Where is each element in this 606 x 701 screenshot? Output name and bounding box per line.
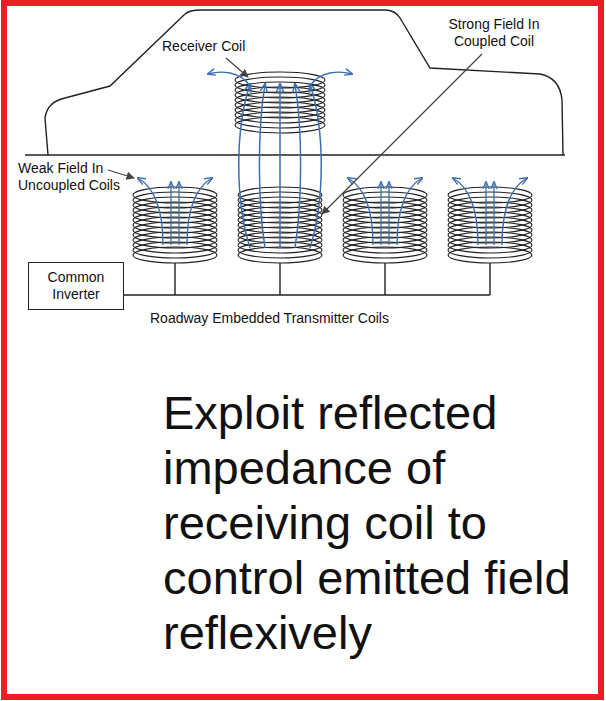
coil-turn <box>343 237 427 253</box>
coil-turn <box>343 187 427 203</box>
coil-turn <box>448 217 532 233</box>
callout-label: Receiver Coil <box>162 38 272 55</box>
bus-wire <box>100 294 490 295</box>
weak-field-line <box>388 182 389 245</box>
coil-turn <box>238 247 322 263</box>
strong-field-line <box>312 72 353 84</box>
callout-label: Weak Field In Uncoupled Coils <box>18 160 128 194</box>
weak-field-line <box>348 178 373 245</box>
coil-turn <box>133 212 217 228</box>
road-surface <box>25 154 565 155</box>
coil-turn <box>448 242 532 258</box>
coil-turn <box>343 222 427 238</box>
callout-label: Roadway Embedded Transmitter Coils <box>150 310 440 327</box>
coil-turn <box>448 202 532 218</box>
coil-turn <box>133 242 217 258</box>
coil-turn <box>133 222 217 238</box>
coil-turn <box>343 202 427 218</box>
weak-field-line <box>397 178 422 245</box>
coil-turn <box>448 237 532 253</box>
strong-field-line <box>295 84 301 248</box>
weak-field-line <box>502 178 527 245</box>
coil-windings <box>133 72 532 263</box>
strong-field-line <box>239 84 250 248</box>
coil-turn <box>343 197 427 213</box>
coil-turn <box>133 227 217 243</box>
coil-turn <box>448 232 532 248</box>
coil-turn <box>448 222 532 238</box>
coil-turn <box>343 242 427 258</box>
caption: Exploit reflected impedance of receiving… <box>163 385 588 660</box>
coil-turn <box>343 212 427 228</box>
coil-turn <box>448 247 532 263</box>
weak-field-line <box>493 182 494 245</box>
coil-turn <box>133 192 217 208</box>
weak-field-line <box>187 178 212 245</box>
feed-wire <box>279 263 280 295</box>
coil-turn <box>343 227 427 243</box>
leader-arrow <box>226 58 248 77</box>
feed-wire <box>489 263 490 295</box>
coil-turn <box>133 247 217 263</box>
leader-arrows <box>108 54 482 214</box>
car-outline <box>45 10 563 155</box>
coil-turn <box>133 197 217 213</box>
strong-field-line <box>310 84 321 248</box>
frame-border-left <box>1 3 6 697</box>
weak-field-line <box>170 182 171 245</box>
weak-field-line <box>485 182 486 245</box>
inverter-box: Common Inverter <box>28 262 124 310</box>
callout-label: Strong Field In Coupled Coil <box>438 16 550 50</box>
field-lines <box>138 72 527 248</box>
weak-field-line <box>178 182 179 245</box>
coil-turn <box>133 217 217 233</box>
coil-turn <box>343 232 427 248</box>
coil-turn <box>343 192 427 208</box>
strong-field-line <box>279 84 281 248</box>
coil-turn <box>448 197 532 213</box>
feed-wire <box>174 263 175 295</box>
weak-field-line <box>380 182 381 245</box>
frame-border <box>4 3 601 697</box>
coil-turn <box>448 192 532 208</box>
coil-turn <box>343 247 427 263</box>
coil-turn <box>343 217 427 233</box>
coil-turn <box>133 187 217 203</box>
coil-turn <box>448 207 532 223</box>
strong-field-line <box>208 72 249 84</box>
weak-field-line <box>138 178 163 245</box>
weak-field-line <box>453 178 478 245</box>
coil-turn <box>448 212 532 228</box>
inverter-wiring <box>100 263 490 295</box>
leader-arrow <box>108 170 134 178</box>
coil-turn <box>448 187 532 203</box>
feed-wire <box>384 263 385 295</box>
coil-turn <box>448 227 532 243</box>
coil-turn <box>133 232 217 248</box>
coil-turn <box>133 237 217 253</box>
strong-field-line <box>259 84 265 248</box>
coil-turn <box>343 207 427 223</box>
box-label: Common Inverter <box>40 269 112 303</box>
leader-arrow <box>322 54 482 214</box>
coil-turn <box>133 202 217 218</box>
coil-turn <box>133 207 217 223</box>
